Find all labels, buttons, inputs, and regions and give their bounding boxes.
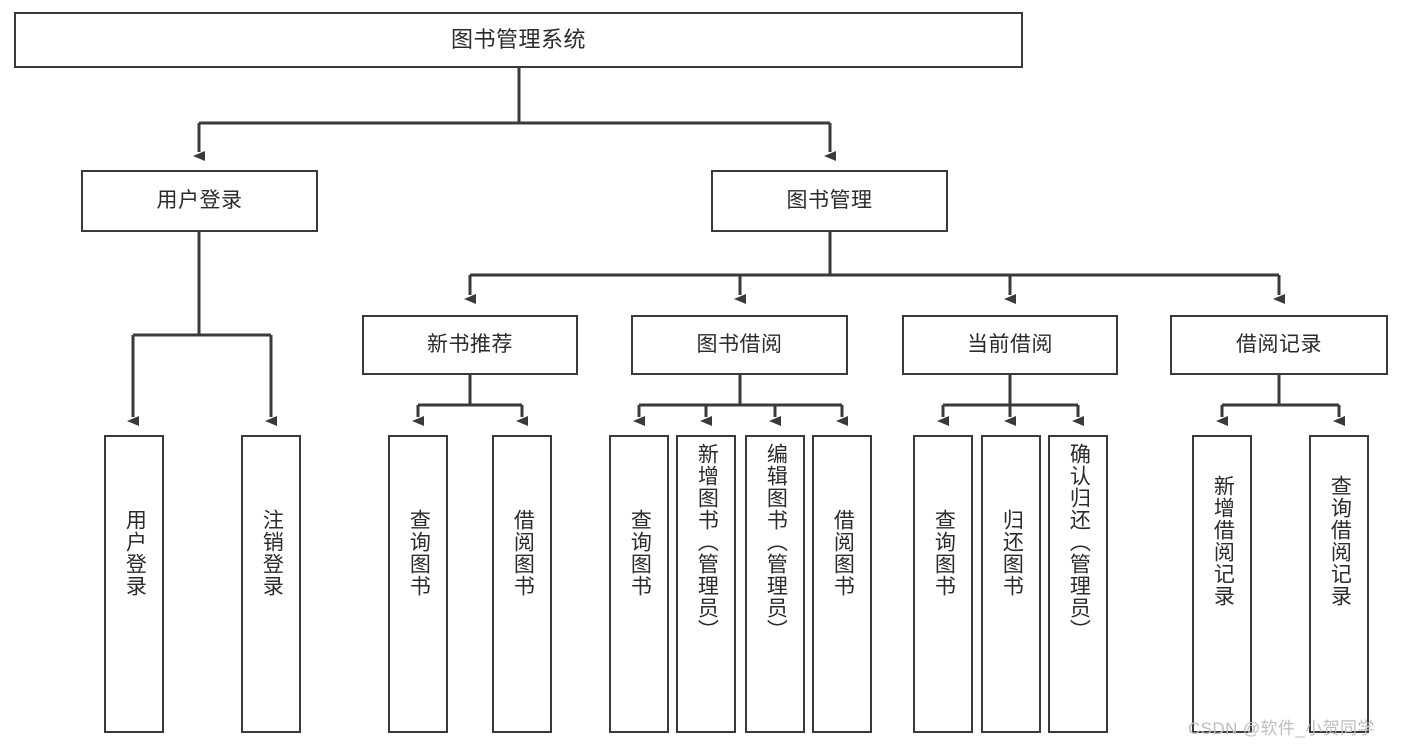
node-label: 用户登录 [156,189,243,213]
node-label: 注销登录 [260,509,284,597]
node-new-book-recommend[interactable]: 新书推荐 [362,315,578,375]
node-label: 新增借阅记录 [1211,475,1235,607]
node-root[interactable]: 图书管理系统 [14,12,1023,68]
node-label: 图书借阅 [696,333,783,357]
leaf-user-logout[interactable]: 注销登录 [241,435,301,733]
leaf-query-book-3[interactable]: 查询图书 [913,435,973,733]
node-label: 借阅图书 [511,509,535,597]
node-user-login[interactable]: 用户登录 [81,170,318,232]
node-borrow-record[interactable]: 借阅记录 [1170,315,1388,375]
node-label: 图书管理系统 [450,26,586,52]
node-label: 借阅记录 [1236,333,1322,357]
leaf-query-book-2[interactable]: 查询图书 [609,435,669,733]
leaf-borrow-book-1[interactable]: 借阅图书 [492,435,552,733]
node-label: 新书推荐 [427,333,513,357]
node-label: 借阅图书 [831,509,855,597]
leaf-add-record[interactable]: 新增借阅记录 [1192,435,1252,733]
leaf-borrow-book-2[interactable]: 借阅图书 [812,435,872,733]
node-label: 查询图书 [628,509,652,597]
leaf-return-book[interactable]: 归还图书 [981,435,1041,733]
leaf-add-book[interactable]: 新增图书（管理员） [676,435,736,733]
node-book-manage[interactable]: 图书管理 [711,170,948,232]
node-current-borrow[interactable]: 当前借阅 [902,315,1118,375]
node-label: 归还图书 [1000,509,1024,597]
node-label: 用户登录 [123,509,147,597]
node-label: 当前借阅 [967,333,1053,357]
node-label: 查询图书 [407,509,431,597]
node-label: 新增图书（管理员） [695,443,719,641]
leaf-edit-book[interactable]: 编辑图书（管理员） [745,435,805,733]
leaf-user-login[interactable]: 用户登录 [104,435,164,733]
leaf-query-book-1[interactable]: 查询图书 [388,435,448,733]
node-label: 编辑图书（管理员） [764,443,788,641]
leaf-query-record[interactable]: 查询借阅记录 [1309,435,1369,733]
leaf-confirm-return[interactable]: 确认归还（管理员） [1048,435,1108,733]
node-label: 图书管理 [786,189,873,213]
node-book-borrow[interactable]: 图书借阅 [631,315,848,375]
node-label: 查询图书 [932,509,956,597]
watermark: CSDN @软件_小贺同学 [1188,719,1375,738]
node-label: 查询借阅记录 [1328,475,1352,607]
node-label: 确认归还（管理员） [1067,443,1091,641]
